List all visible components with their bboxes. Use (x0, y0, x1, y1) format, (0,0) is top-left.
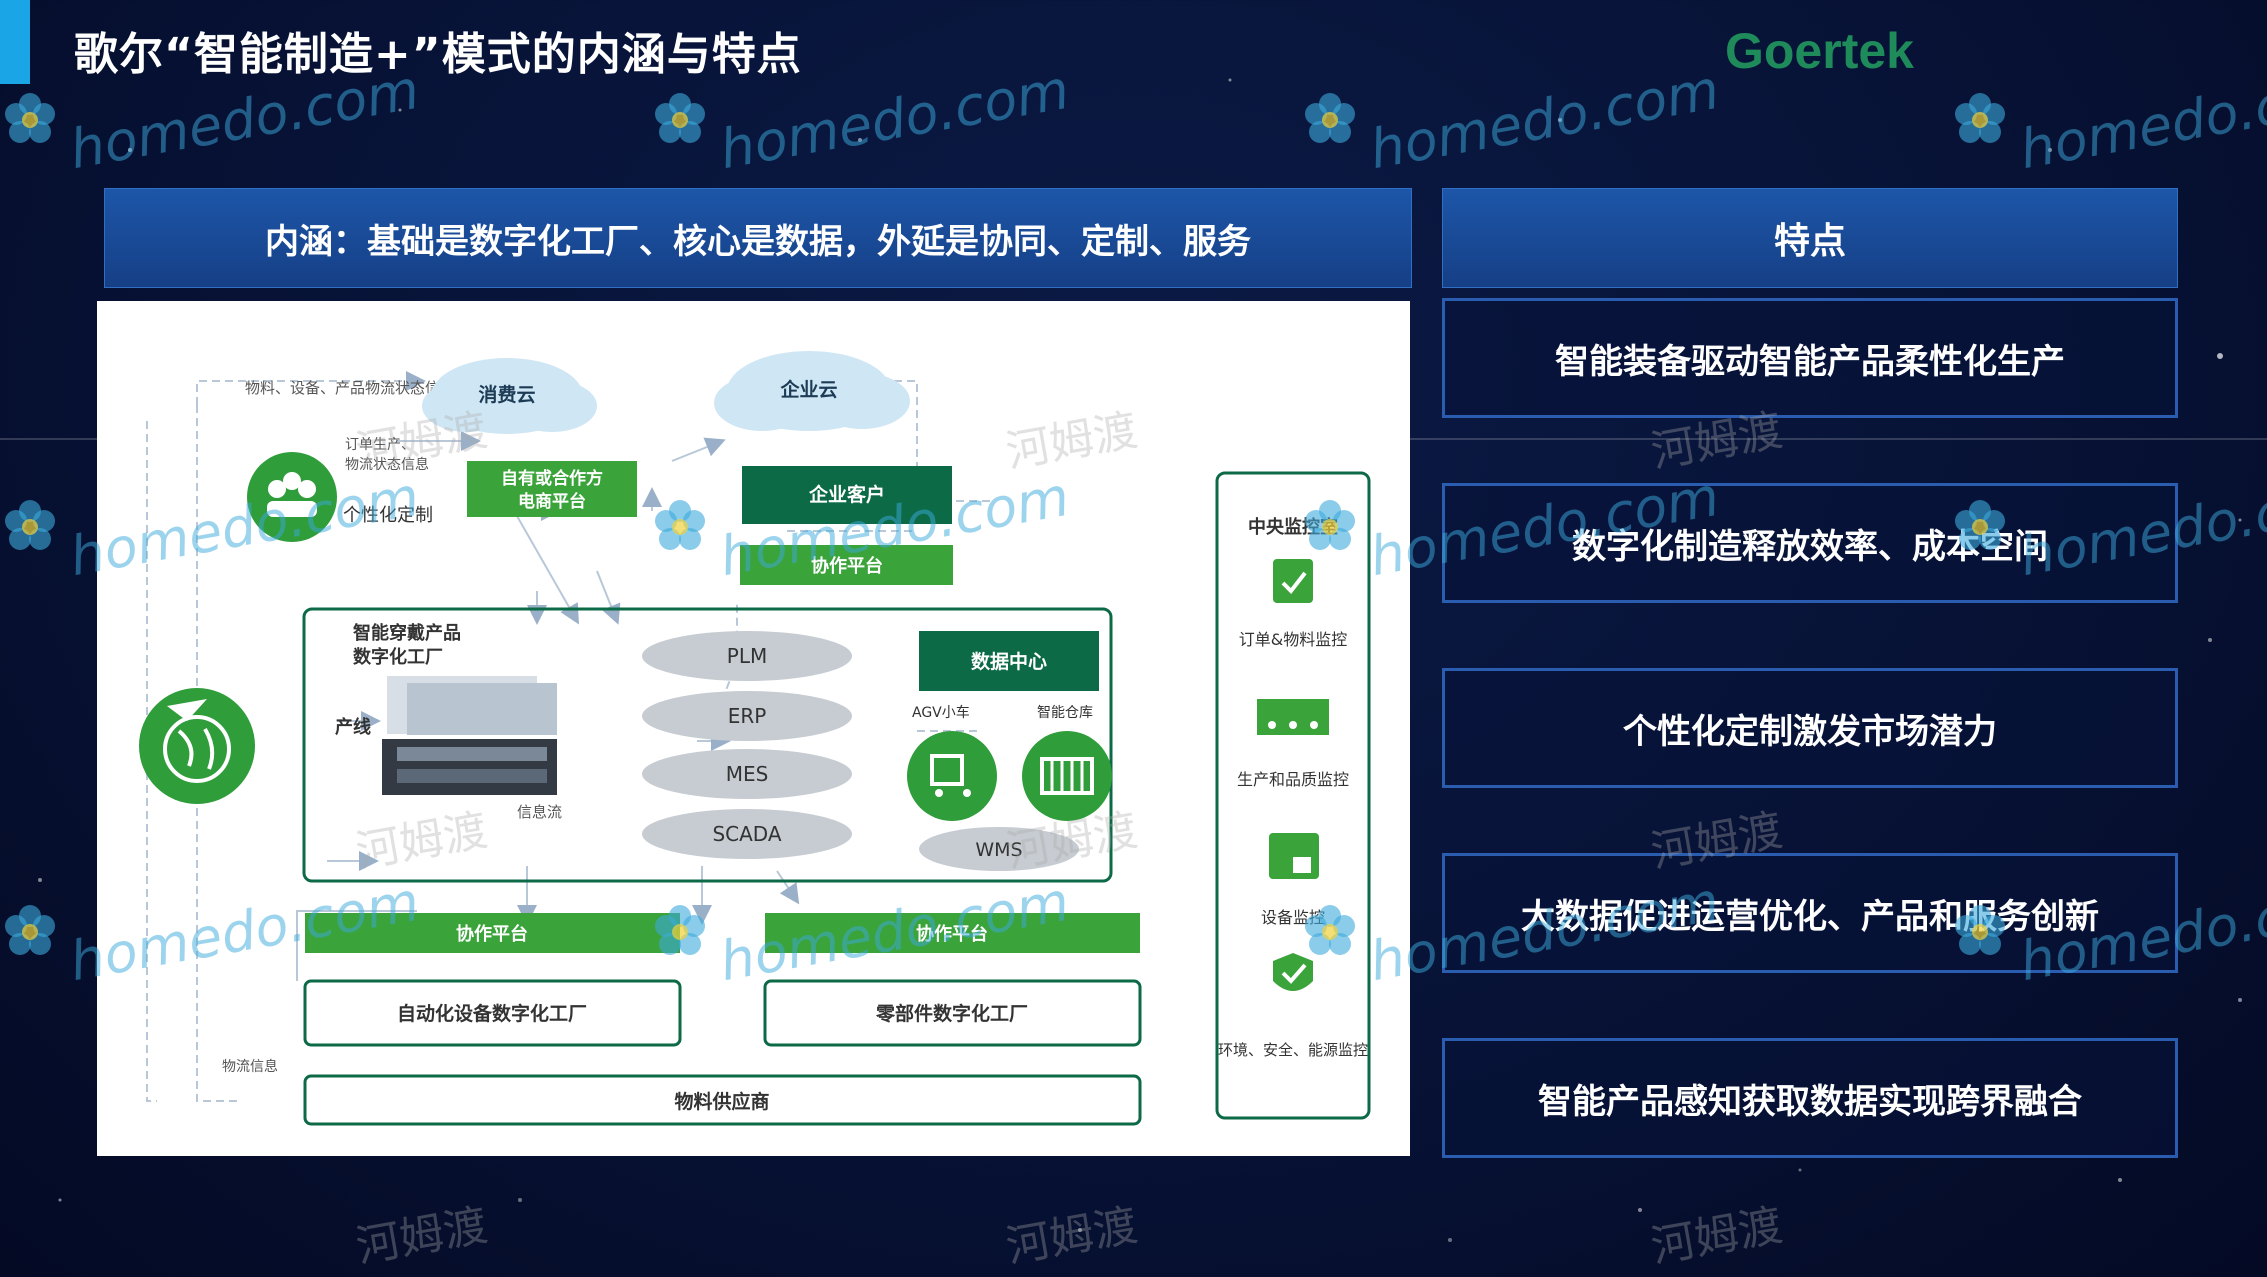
info-flow-label: 信息流 (517, 803, 562, 821)
watermark-cn: 河姆渡 (1002, 1199, 1142, 1274)
collab-platform-left-label: 协作平台 (456, 923, 528, 945)
watermark: homedo.com (1950, 58, 2267, 181)
feature-item-1: 智能装备驱动智能产品柔性化生产 (1442, 298, 2178, 418)
enterprise-cloud: 企业云 (714, 351, 910, 431)
system-scada: SCADA (712, 822, 781, 846)
supplier-box (303, 1074, 1142, 1126)
data-center-label: 数据中心 (971, 650, 1047, 673)
flower-icon (5, 904, 55, 955)
ecommerce-platform-box (467, 461, 637, 517)
dashed-flow-lines (146, 371, 992, 1102)
supplier-label: 物料供应商 (674, 1090, 769, 1113)
central-monitor-frame (1215, 471, 1371, 1120)
connotation-header: 内涵：基础是数字化工厂、核心是数据，外延是协同、定制、服务 (104, 188, 1412, 288)
feature-item-5: 智能产品感知获取数据实现跨界融合 (1442, 1038, 2178, 1158)
smart-warehouse-label: 智能仓库 (1037, 705, 1093, 721)
globe-icon (139, 688, 255, 804)
production-line-icon (1257, 699, 1329, 735)
feature-item-3: 个性化定制激发市场潜力 (1442, 668, 2178, 788)
watermark-text: homedo.com (2015, 57, 2267, 182)
people-icon (247, 452, 337, 542)
consumer-cloud-label: 消费云 (478, 383, 535, 406)
watermark-cn: 河姆渡 (1647, 1199, 1787, 1274)
agv-label: AGV小车 (912, 704, 970, 721)
clipboard-icon (1273, 559, 1313, 603)
label-logistics-status: 物流状态信息 (345, 456, 429, 473)
auto-factory-box (303, 979, 682, 1047)
parts-factory-box (763, 979, 1142, 1047)
ecommerce-label-1: 自有或合作方 (501, 468, 603, 489)
ecommerce-label-2: 电商平台 (518, 491, 586, 512)
monitor-environment-safety-energy: 环境、安全、能源监控 (1218, 1041, 1368, 1059)
features-header: 特点 (1442, 188, 2178, 288)
monitor-title: 中央监控室 (1248, 516, 1338, 538)
monitor-production-quality: 生产和品质监控 (1237, 770, 1349, 789)
auto-factory-label: 自动化设备数字化工厂 (397, 1002, 587, 1025)
logistics-info-label: 物流信息 (222, 1058, 278, 1075)
label-personalized: 个性化定制 (343, 505, 433, 526)
label-order-production: 订单生产、 (345, 437, 415, 453)
wms-disk (919, 827, 1079, 871)
production-line-label: 产线 (335, 716, 371, 738)
watermark: homedo.com (0, 58, 424, 181)
flower-icon (5, 92, 55, 143)
monitor-order-material: 订单&物料监控 (1239, 630, 1347, 649)
collab-platform-right (765, 913, 1140, 953)
flower-icon (5, 499, 55, 550)
data-center-box (919, 631, 1099, 691)
system-plm: PLM (727, 644, 767, 668)
flower-icon (1305, 92, 1355, 143)
goertek-logo: Goertek (1725, 22, 1925, 112)
monitor-equipment: 设备监控 (1261, 908, 1325, 927)
enterprise-cloud-label: 企业云 (779, 378, 837, 401)
collab-platform-left (305, 913, 680, 953)
title-accent-bar (0, 0, 30, 84)
agv-icon (907, 731, 997, 821)
system-stack: PLM ERP MES SCADA (642, 631, 852, 859)
factory-title-1: 智能穿戴产品 (353, 622, 461, 644)
label-status-info: 物料、设备、产品物流状态信息 (245, 379, 455, 397)
watermark-cn: 河姆渡 (352, 1199, 492, 1274)
production-line-image (382, 676, 557, 795)
wms-label: WMS (975, 839, 1022, 861)
consumer-cloud: 消费云 (422, 358, 597, 434)
feature-item-2: 数字化制造释放效率、成本空间 (1442, 483, 2178, 603)
shield-icon (1273, 953, 1313, 991)
collab-platform-top (740, 545, 953, 585)
collab-platform-top-label: 协作平台 (811, 555, 883, 577)
feature-item-4: 大数据促进运营优化、产品和服务创新 (1442, 853, 2178, 973)
flower-icon (1955, 92, 2005, 143)
logo-text: Goertek (1725, 23, 1914, 79)
page-title: 歌尔“智能制造+”模式的内涵与特点 (74, 29, 802, 80)
enterprise-customer-label: 企业客户 (808, 483, 885, 506)
parts-factory-label: 零部件数字化工厂 (875, 1002, 1028, 1025)
flower-icon (655, 92, 705, 143)
watermark: homedo.com (1300, 58, 1724, 181)
digital-factory-frame (302, 607, 1113, 883)
watermark-text: homedo.com (1365, 57, 1724, 182)
system-mes: MES (726, 762, 769, 786)
factory-title-2: 数字化工厂 (353, 646, 443, 668)
system-erp: ERP (728, 704, 767, 728)
enterprise-customer-box (742, 466, 952, 524)
smart-manufacturing-diagram: 物料、设备、产品物流状态信息 消费云 企业云 订单生产、 物流状态信息 个性化定… (97, 301, 1410, 1156)
collab-platform-right-label: 协作平台 (916, 923, 988, 945)
watermark: homedo.com (650, 58, 1074, 181)
warehouse-icon (1022, 731, 1112, 821)
